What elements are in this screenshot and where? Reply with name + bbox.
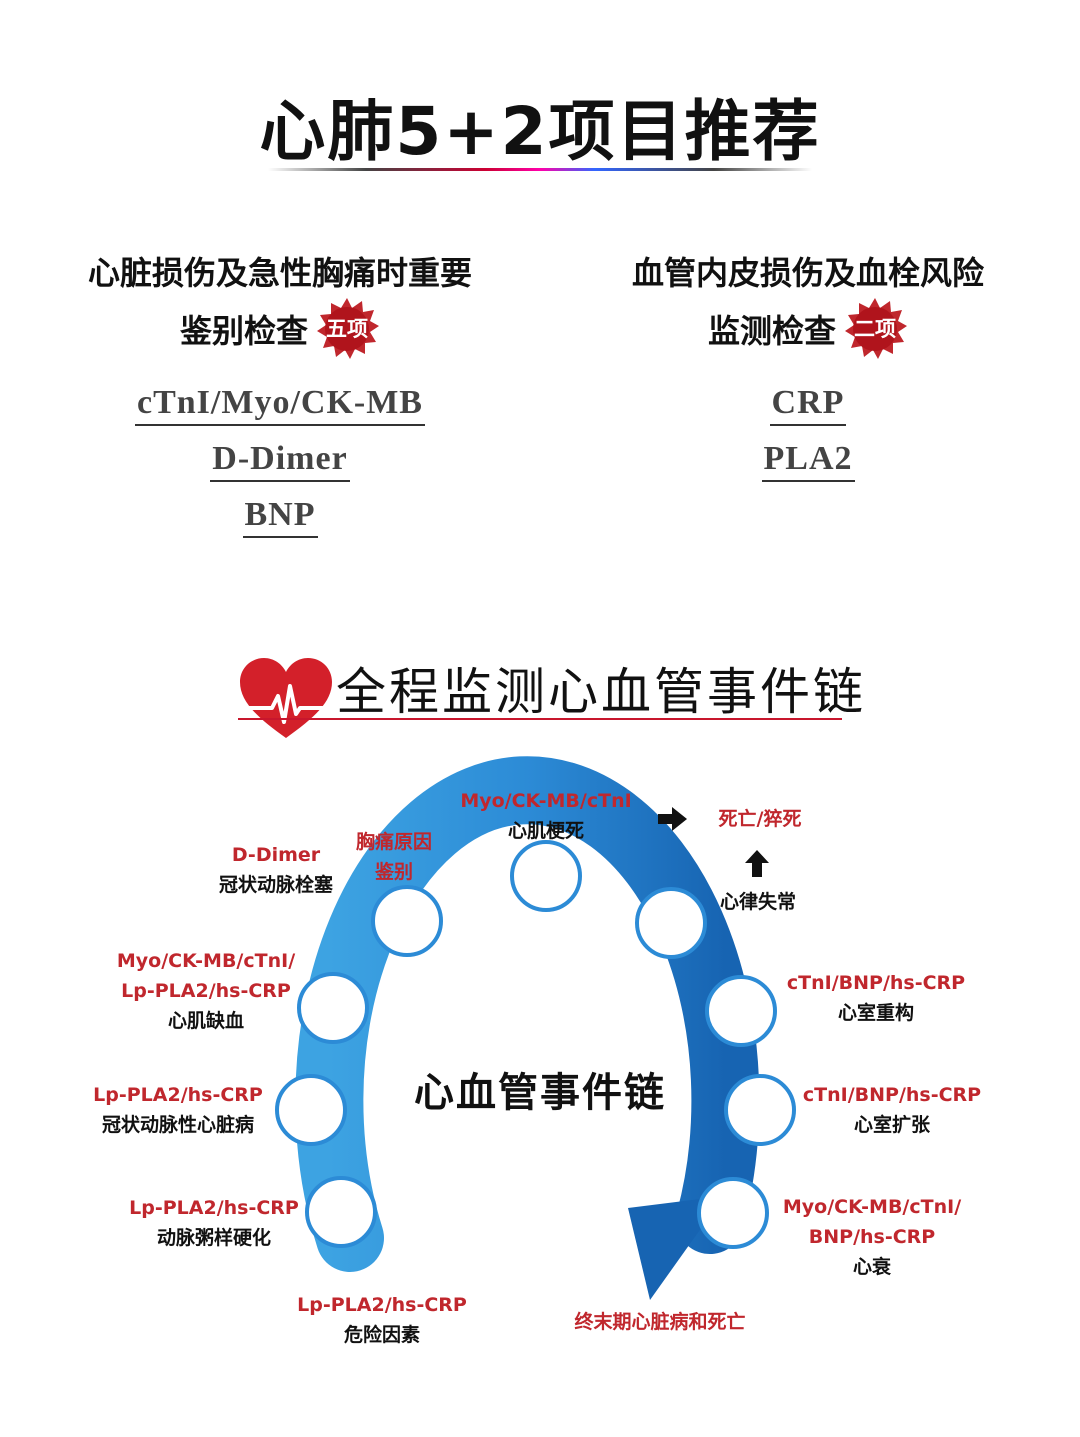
node-coronary-embolism: D-Dimer 冠状动脉栓塞: [176, 840, 376, 900]
node-circle: [697, 1177, 769, 1249]
left-heading-text: 鉴别检查: [179, 312, 308, 350]
right-heading-line1: 血管内皮损伤及血栓风险: [631, 254, 984, 292]
node-myocardial-ischemia: Myo/CK-MB/cTnI/ Lp-PLA2/hs-CRP 心肌缺血: [106, 946, 306, 1036]
badge-label-two: 二项: [854, 316, 896, 341]
test-item: cTnI/Myo/CK-MB: [60, 384, 500, 426]
node-chest-pain-differential: 胸痛原因 鉴别: [334, 827, 454, 887]
node-circle: [275, 1074, 347, 1146]
arrow-right-icon: [658, 806, 688, 836]
arrow-up-icon: [744, 850, 770, 882]
node-coronary-heart-disease: Lp-PLA2/hs-CRP 冠状动脉性心脏病: [78, 1080, 278, 1140]
markers-label: Myo/CK-MB/cTnI/: [782, 1196, 962, 1218]
stage-label: 冠状动脉性心脏病: [101, 1114, 254, 1136]
markers-label: Myo/CK-MB/cTnI/: [116, 950, 296, 972]
stage-death: 死亡/猝死: [718, 808, 802, 830]
test-item: D-Dimer: [60, 440, 500, 482]
left-heading-line2: 鉴别检查五项: [60, 298, 500, 366]
left-heading-line1: 心脏损伤及急性胸痛时重要: [87, 254, 472, 292]
markers-label: Myo/CK-MB/cTnI: [460, 790, 632, 812]
page-title: 心肺5+2项目推荐: [259, 93, 821, 170]
stage-label: 冠状动脉栓塞: [218, 874, 333, 896]
stage-label: 危险因素: [343, 1324, 420, 1346]
right-column: 血管内皮损伤及血栓风险 监测检查二项 CRP PLA2: [598, 246, 1018, 482]
node-circle: [510, 840, 582, 912]
markers-label: Lp-PLA2/hs-CRP: [93, 1084, 263, 1106]
node-circle: [724, 1074, 796, 1146]
node-risk-factors: Lp-PLA2/hs-CRP 危险因素: [282, 1290, 482, 1350]
markers-label: 鉴别: [374, 861, 413, 883]
markers-label: cTnI/BNP/hs-CRP: [786, 972, 966, 994]
stage-label: 心肌缺血: [167, 1010, 244, 1032]
center-label: 心血管事件链: [414, 1070, 666, 1116]
section-title: 全程监测心血管事件链: [336, 663, 866, 721]
stage-label: 心肌梗死: [507, 820, 584, 842]
stage-arrhythmia: 心律失常: [719, 891, 796, 913]
node-myocardial-infarction: Myo/CK-MB/cTnI 心肌梗死: [446, 786, 646, 846]
node-circle: [305, 1176, 377, 1248]
stage-label: 心衰: [852, 1256, 891, 1278]
stage-label: 心室重构: [837, 1002, 914, 1024]
test-item: PLA2: [598, 440, 1018, 482]
title-divider: [268, 168, 812, 171]
right-heading-line2: 监测检查二项: [598, 298, 1018, 366]
test-item: CRP: [598, 384, 1018, 426]
node-heart-failure: Myo/CK-MB/cTnI/ BNP/hs-CRP 心衰: [772, 1192, 972, 1282]
starburst-badge-icon: 二项: [842, 296, 908, 362]
node-ventricular-dilation: cTnI/BNP/hs-CRP 心室扩张: [792, 1080, 992, 1140]
stage-label: 动脉粥样硬化: [156, 1227, 271, 1249]
test-item: BNP: [60, 496, 500, 538]
node-circle: [297, 972, 369, 1044]
markers-label: Lp-PLA2/hs-CRP: [121, 980, 291, 1002]
markers-label: D-Dimer: [231, 844, 321, 866]
section-underline: [238, 718, 842, 720]
markers-label: cTnI/BNP/hs-CRP: [802, 1084, 982, 1106]
starburst-badge-icon: 五项: [314, 296, 380, 362]
markers-label: 胸痛原因: [355, 831, 432, 853]
markers-label: BNP/hs-CRP: [808, 1226, 936, 1248]
node-atherosclerosis: Lp-PLA2/hs-CRP 动脉粥样硬化: [114, 1193, 314, 1253]
node-circle: [705, 975, 777, 1047]
markers-label: Lp-PLA2/hs-CRP: [297, 1294, 467, 1316]
stage-end-stage: 终末期心脏病和死亡: [574, 1311, 746, 1333]
badge-label-five: 五项: [326, 316, 368, 341]
node-circle: [635, 887, 707, 959]
node-circle: [371, 885, 443, 957]
left-column: 心脏损伤及急性胸痛时重要 鉴别检查五项 cTnI/Myo/CK-MB D-Dim…: [60, 246, 500, 538]
markers-label: Lp-PLA2/hs-CRP: [129, 1197, 299, 1219]
stage-label: 心室扩张: [853, 1114, 930, 1136]
right-heading-text: 监测检查: [707, 312, 836, 350]
node-ventricular-remodeling: cTnI/BNP/hs-CRP 心室重构: [776, 968, 976, 1028]
